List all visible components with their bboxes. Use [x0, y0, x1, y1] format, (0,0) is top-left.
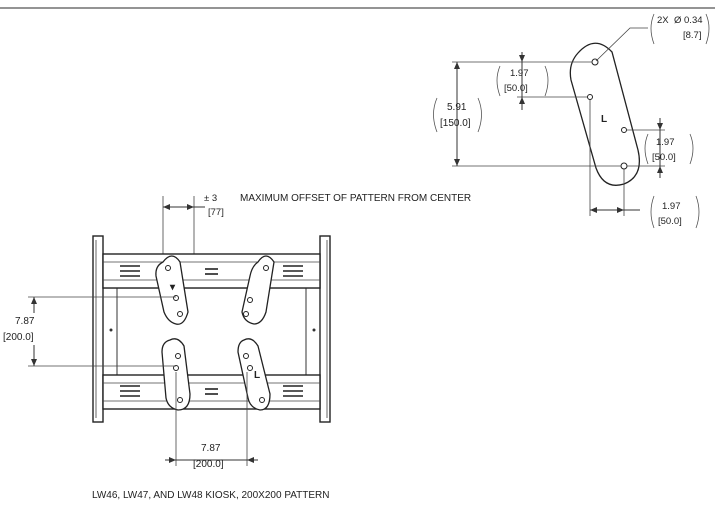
detail-orientation-mark: L: [601, 114, 607, 125]
svg-text:▾: ▾: [169, 282, 176, 293]
hole-callout-paren-left: [650, 13, 655, 45]
dim-50-top-inch: 1.97: [510, 68, 529, 79]
dim-50-right-paren-right: [689, 133, 694, 165]
plate-top-right: [241, 255, 275, 325]
dim-50-right-mm: [50.0]: [652, 152, 676, 163]
dim-50-horiz-mm: [50.0]: [658, 216, 682, 227]
main-orientation-mark: L: [254, 370, 260, 381]
left-side-bracket: [92, 235, 104, 423]
offset-arrow-right: [187, 204, 194, 210]
detail-hole-mid-left: [587, 94, 593, 100]
hole-callout-mm: [8.7]: [683, 30, 702, 41]
dim-50-top-paren-left: [496, 65, 501, 97]
vert-arrow-bottom: [31, 359, 37, 366]
hole-callout-qty: 2X: [657, 15, 669, 26]
plate-top-left: ▾: [155, 255, 189, 325]
offset-note: MAXIMUM OFFSET OF PATTERN FROM CENTER: [240, 193, 471, 204]
dim-50-top-paren-right: [544, 65, 549, 97]
drawing-caption: LW46, LW47, AND LW48 KIOSK, 200X200 PATT…: [92, 490, 330, 501]
dim-50-horiz-paren-right: [695, 195, 700, 229]
right-column-dot: [312, 328, 316, 332]
horiz-dim-inch: 7.87: [201, 443, 221, 454]
top-rail-slots: [120, 265, 303, 277]
detail-hole-bottom: [620, 162, 628, 170]
dim-150-arrow-top: [454, 62, 460, 69]
bottom-rail: [102, 374, 321, 410]
dim-150-arrow-bottom: [454, 159, 460, 166]
dim-150-paren-right: [477, 97, 482, 133]
dim-150-mm: [150.0]: [440, 118, 471, 129]
detail-hole-mid-right: [621, 127, 627, 133]
bottom-rail-slots: [120, 385, 303, 397]
dim-50-top-mm: [50.0]: [504, 83, 528, 94]
vert-label-bg: [0, 313, 60, 345]
dim-50-horiz-inch: 1.97: [662, 201, 681, 212]
hole-callout-leader: [595, 27, 648, 62]
hole-callout-paren-right: [705, 13, 710, 45]
left-column-dot: [109, 328, 113, 332]
dim-150-paren-left: [433, 97, 438, 133]
dim-50-top-arrow-b: [519, 97, 525, 104]
bracket-detail-view: L 2X Ø 0.34 [8.7] 5.91 [150.0] 1.97 [50.…: [433, 13, 710, 229]
dim-50-right-arrow-a: [657, 123, 663, 130]
offset-mm: [77]: [208, 207, 224, 218]
horiz-arrow-right: [247, 457, 254, 463]
vert-dim-mm: [200.0]: [3, 332, 34, 343]
dim-50-horiz-arrow-a: [590, 207, 597, 213]
dim-50-right-inch: 1.97: [656, 137, 675, 148]
right-side-bracket: [319, 235, 331, 423]
plate-bottom-right: L: [237, 338, 271, 411]
horiz-arrow-left: [169, 457, 176, 463]
vert-arrow-top: [31, 297, 37, 304]
dim-50-right-paren-left: [644, 133, 649, 165]
dim-50-right-arrow-b: [657, 166, 663, 173]
offset-arrow-left: [163, 204, 170, 210]
dim-50-horiz-paren-left: [650, 195, 655, 229]
dim-50-horiz-arrow-b: [617, 207, 624, 213]
dim-150-inch: 5.91: [447, 102, 467, 113]
vert-dim-inch: 7.87: [15, 316, 35, 327]
offset-value: ± 3: [204, 193, 217, 204]
mount-front-view: ± 3 [77] MAXIMUM OFFSET OF PATTERN FROM …: [0, 193, 471, 501]
horiz-dim-mm: [200.0]: [193, 459, 224, 470]
inner-frame-right-column: [305, 287, 321, 379]
inner-frame-left-column: [102, 287, 118, 379]
hole-callout-diameter: Ø 0.34: [674, 15, 703, 26]
inner-frame: [102, 287, 321, 379]
dim-50-top-arrow-a: [519, 55, 525, 62]
